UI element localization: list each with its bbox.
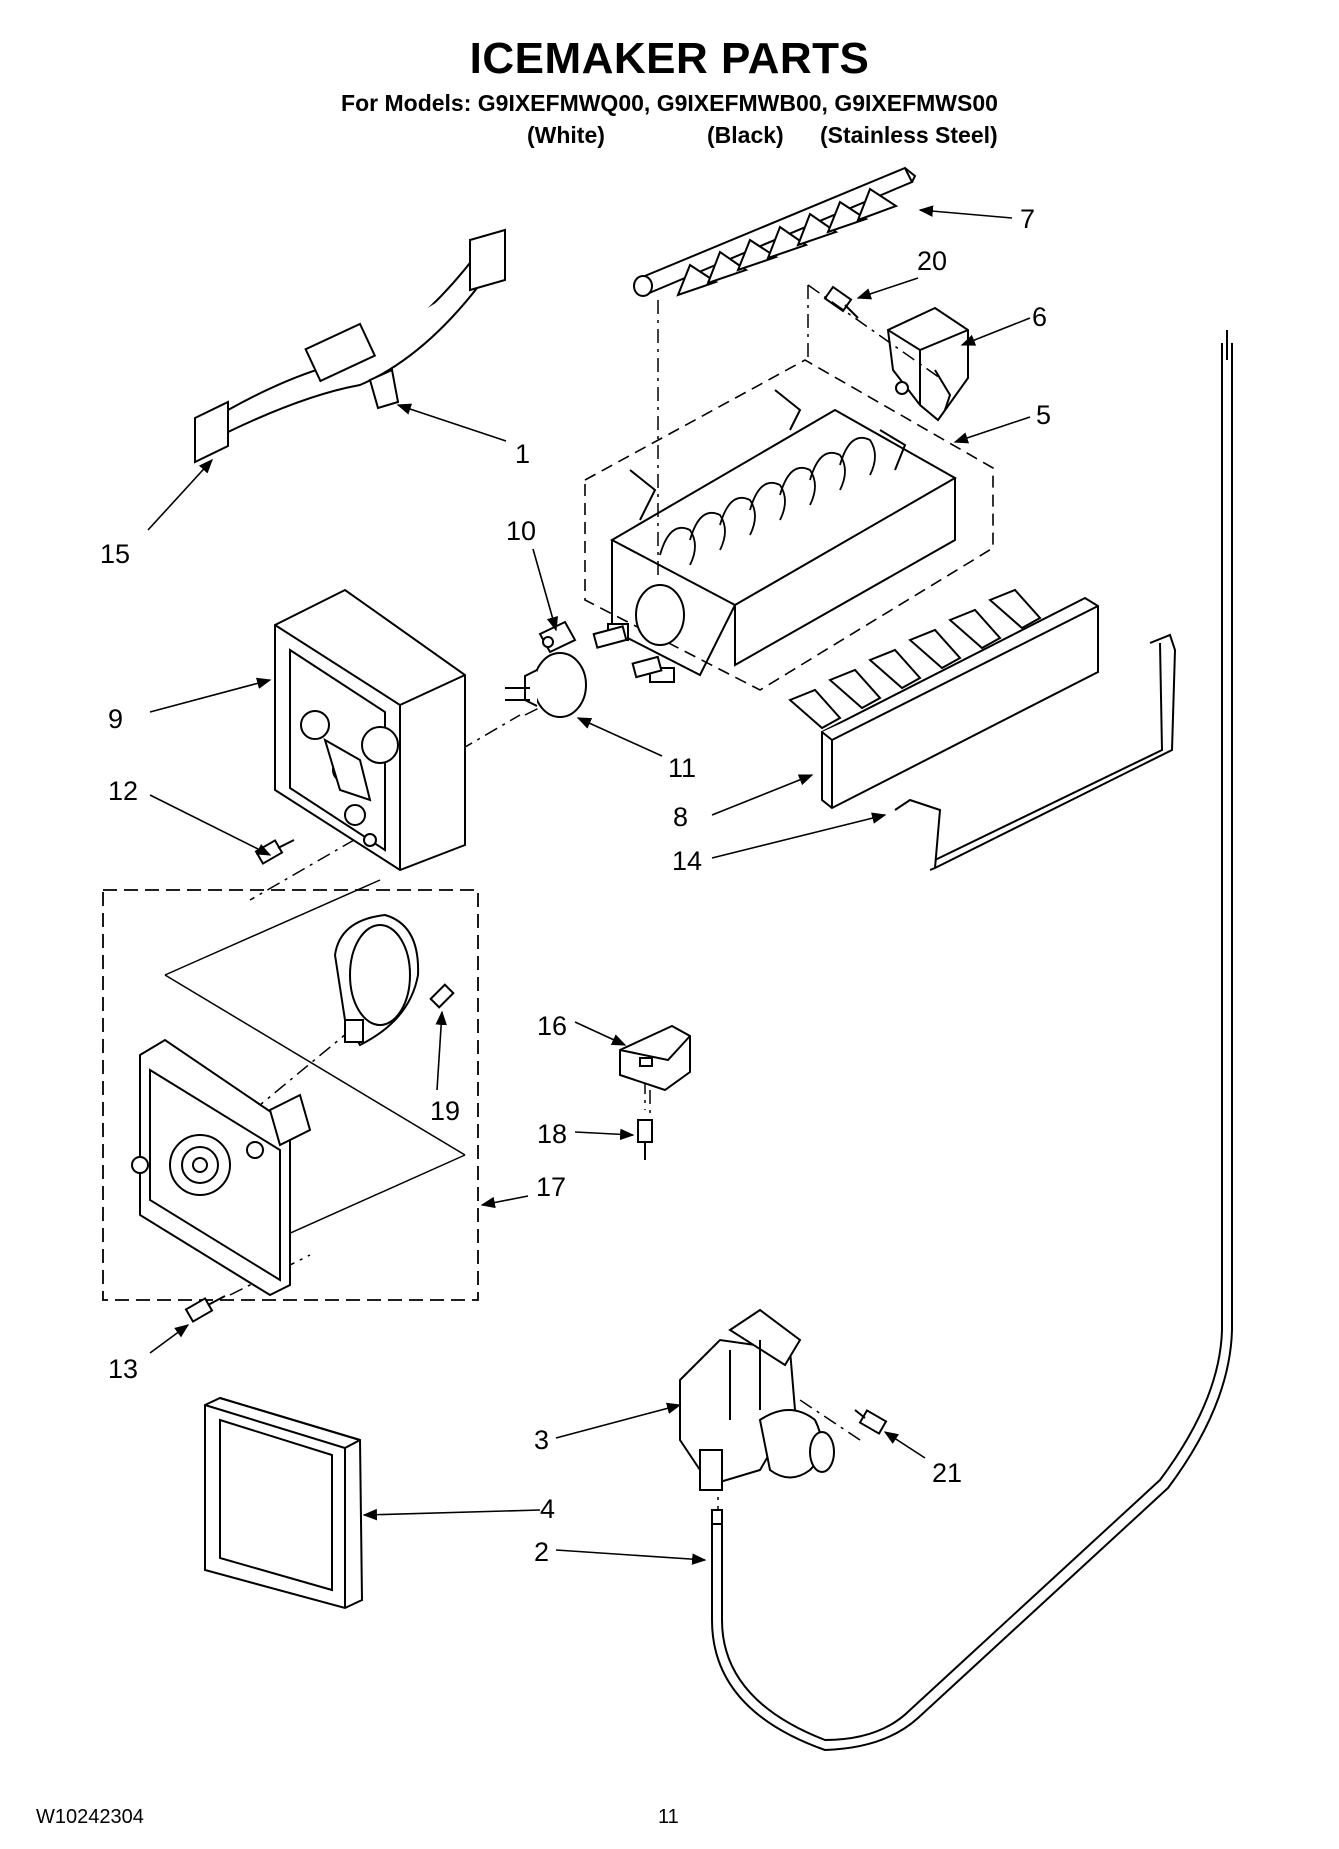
variant-black: (Black) bbox=[707, 122, 784, 148]
callout-6: 6 bbox=[1032, 302, 1047, 332]
callout-3: 3 bbox=[534, 1425, 549, 1455]
callout-14: 14 bbox=[672, 846, 702, 876]
part-17-kit-box bbox=[102, 889, 479, 1301]
part-14-fill-tube bbox=[894, 633, 1177, 871]
callout-15: 15 bbox=[100, 539, 130, 569]
callout-1: 1 bbox=[515, 439, 530, 469]
part-13-screw bbox=[184, 1295, 226, 1323]
part-20-screw bbox=[823, 285, 859, 319]
part-7-ejector bbox=[633, 166, 917, 297]
part-19-motor bbox=[333, 913, 455, 1047]
callout-7: 7 bbox=[1020, 204, 1035, 234]
part-9-housing bbox=[274, 588, 466, 872]
part-15-harness bbox=[194, 228, 506, 464]
callout-4: 4 bbox=[540, 1494, 555, 1524]
part-2-water-tube bbox=[711, 330, 1233, 1752]
callout-20: 20 bbox=[917, 246, 947, 276]
callout-13: 13 bbox=[108, 1354, 138, 1384]
callout-5: 5 bbox=[1036, 400, 1051, 430]
callout-8: 8 bbox=[673, 802, 688, 832]
part-3-water-valve bbox=[679, 1308, 835, 1491]
callout-18: 18 bbox=[537, 1119, 567, 1149]
callout-17: 17 bbox=[536, 1172, 566, 1202]
part-5-mold bbox=[584, 359, 994, 691]
callout-21: 21 bbox=[932, 1458, 962, 1488]
page-number: 11 bbox=[658, 1806, 679, 1828]
part-16-cover bbox=[619, 1024, 691, 1092]
part-18-screw bbox=[637, 1119, 653, 1160]
callout-10: 10 bbox=[506, 516, 536, 546]
callout-11: 11 bbox=[668, 753, 696, 783]
part-17-module bbox=[131, 1038, 312, 1297]
callout-16: 16 bbox=[537, 1011, 567, 1041]
callout-2: 2 bbox=[534, 1537, 549, 1567]
callout-leaders bbox=[147, 205, 1031, 1565]
models-line: For Models: G9IXEFMWQ00, G9IXEFMWB00, G9… bbox=[341, 90, 998, 116]
document-number: W10242304 bbox=[36, 1806, 144, 1828]
callout-numbers: 1 2 3 4 5 6 7 8 9 10 11 12 13 14 15 16 1… bbox=[100, 204, 1051, 1567]
callout-9: 9 bbox=[108, 704, 123, 734]
part-12-screw bbox=[254, 839, 295, 865]
callout-12: 12 bbox=[108, 776, 138, 806]
page-title: ICEMAKER PARTS bbox=[469, 34, 870, 83]
part-1-clip bbox=[368, 368, 400, 410]
part-21-screw bbox=[854, 1409, 888, 1435]
part-4-cover bbox=[204, 1396, 364, 1610]
variant-white: (White) bbox=[527, 122, 605, 148]
part-8-stripper bbox=[788, 588, 1099, 810]
assembly-axis-lines bbox=[229, 284, 941, 1520]
callout-19: 19 bbox=[430, 1096, 460, 1126]
variant-stainless: (Stainless Steel) bbox=[820, 122, 998, 148]
part-11-thermostat bbox=[505, 652, 663, 718]
part-6-bracket bbox=[886, 306, 969, 422]
